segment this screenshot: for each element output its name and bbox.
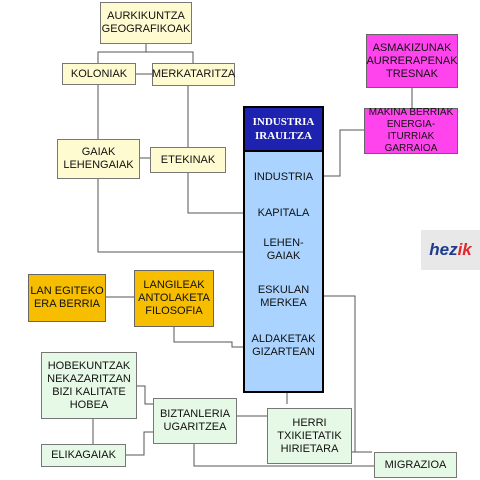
node-biztanleria: BIZTANLERIA UGARITZEA: [153, 398, 237, 444]
central-body: [243, 150, 324, 393]
central-header-industria-iraultza: INDUSTRIA IRAULTZA: [243, 106, 324, 152]
central-item-eskulan-merkea: ESKULAN MERKEA: [257, 284, 310, 309]
central-item-industria: INDUSTRIA: [253, 171, 314, 183]
node-etekinak: ETEKINAK: [150, 147, 226, 173]
node-herri: HERRI TXIKIETATIK HIRIETARA: [267, 408, 352, 464]
node-hobekuntzak: HOBEKUNTZAK NEKAZARITZAN BIZI KALITATE H…: [41, 352, 137, 419]
hezik-logo: hezik: [421, 230, 480, 270]
node-koloniak: KOLONIAK: [62, 63, 136, 85]
node-migrazioa: MIGRAZIOA: [374, 452, 457, 478]
node-gaiak-lehengaiak: GAIAK LEHENGAIAK: [57, 139, 140, 179]
logo-text-accent: ik: [457, 240, 472, 259]
node-asmakizunak: ASMAKIZUNAK AURRERAPENAK TRESNAK: [366, 34, 458, 88]
node-langileak: LANGILEAK ANTOLAKETA FILOSOFIA: [134, 270, 214, 327]
central-item-kapitala: KAPITALA: [257, 207, 310, 219]
central-item-aldaketak-gizartean: ALDAKETAK GIZARTEAN: [251, 333, 316, 358]
node-lan-egiteko: LAN EGITEKO ERA BERRIA: [28, 274, 106, 322]
node-makina-berriak: MAKINA BERRIAK ENERGIA-ITURRIAK GARRAIOA: [364, 107, 458, 154]
node-merkataritza: MERKATARITZA: [152, 63, 235, 86]
node-aurkikuntza-geografikoak: AURKIKUNTZA GEOGRAFIKOAK: [100, 2, 192, 44]
logo-text-main: hez: [429, 240, 458, 259]
central-item-lehen-gaiak: LEHEN- GAIAK: [263, 237, 304, 262]
node-elikagaiak: ELIKAGAIAK: [41, 444, 126, 467]
